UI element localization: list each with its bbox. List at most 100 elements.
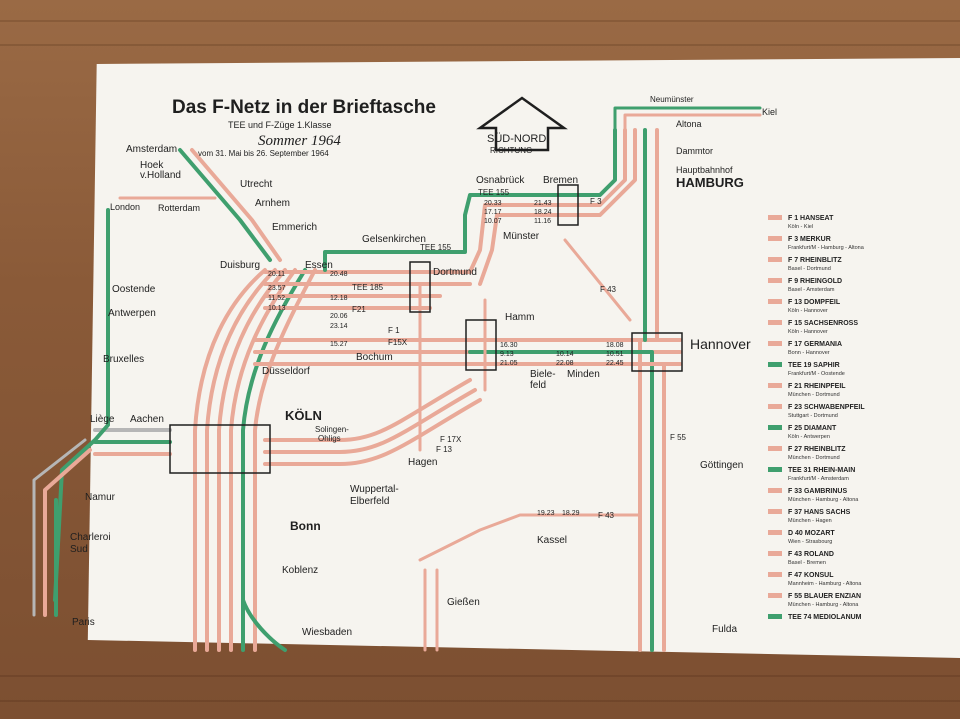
legend-train-route: Frankfurt/M - Hamburg - Altona — [788, 245, 865, 251]
route-kassel — [418, 513, 642, 562]
legend-swatch — [768, 467, 782, 472]
route-amsterdam-1 — [178, 148, 272, 262]
legend-train-route: München - Hagen — [788, 518, 832, 524]
label-paris: Paris — [72, 617, 95, 628]
train-label-f21: F21 — [352, 305, 366, 314]
legend-train-name: TEE 31 RHEIN-MAIN — [788, 467, 855, 474]
label-hbf: Hauptbahnhof — [676, 165, 733, 175]
legend-swatch — [768, 320, 782, 325]
legend-train-name: TEE 74 MEDIOLANUM — [788, 614, 862, 621]
legend-train-name: F 23 SCHWABENPFEIL — [788, 404, 865, 411]
time-duisburg-1: 20.11 — [268, 271, 285, 278]
label-bochum: Bochum — [356, 352, 393, 363]
label-namur: Namur — [85, 492, 116, 503]
hamm-station-box — [465, 319, 497, 371]
legend-train-route: Stuttgart - Dortmund — [788, 413, 838, 419]
label-neumuenster: Neumünster — [650, 95, 694, 104]
route-hagen-1 — [263, 378, 472, 442]
route-north-2 — [468, 128, 627, 274]
label-bruxelles: Bruxelles — [103, 354, 144, 365]
legend-swatch — [768, 614, 782, 619]
legend-swatch — [768, 446, 782, 451]
train-label-f55: F 55 — [670, 433, 687, 442]
legend-train-name: F 33 GAMBRINUS — [788, 488, 847, 495]
label-ohligs: Ohligs — [318, 434, 341, 443]
legend-swatch — [768, 551, 782, 556]
label-gelsenkirchen: Gelsenkirchen — [362, 234, 426, 245]
time-essen-1: 20.48 — [330, 271, 348, 278]
legend-swatch — [768, 530, 782, 535]
time-essen-2: 12.18 — [330, 295, 348, 302]
time-essen-4: 23.14 — [330, 323, 348, 330]
label-fulda: Fulda — [712, 624, 737, 635]
train-label-f1: F 1 — [388, 326, 400, 335]
label-duisburg: Duisburg — [220, 260, 260, 271]
legend-train-route: Basel - Dortmund — [788, 266, 831, 272]
legend-train-name: F 47 KONSUL — [788, 572, 834, 579]
label-sud: Sud — [70, 544, 88, 555]
map-subtitle: TEE und F-Züge 1.Klasse — [228, 120, 332, 130]
direction-text-2: RICHTUNG — [490, 146, 532, 155]
legend-train-name: F 21 RHEINPFEIL — [788, 383, 846, 390]
direction-text-1: SÜD-NORD — [487, 133, 546, 145]
legend-train-name: F 27 RHEINBLITZ — [788, 446, 846, 453]
label-hamburg: HAMBURG — [676, 175, 744, 190]
legend-train-route: München - Dortmund — [788, 455, 840, 461]
label-dortmund: Dortmund — [433, 267, 477, 278]
route-hannover-3 — [468, 362, 666, 652]
label-dammtor: Dammtor — [676, 146, 713, 156]
route-ruhr-4 — [229, 268, 297, 652]
label-hoek: Hoek — [140, 160, 164, 171]
time-osna-3: 10.07 — [484, 218, 502, 225]
legend-train-name: F 17 GERMANIA — [788, 341, 842, 348]
legend-train-route: Köln - Kiel — [788, 224, 813, 230]
time-essen-3: 20.06 — [330, 313, 348, 320]
legend-swatch — [768, 299, 782, 304]
route-hannover-1 — [468, 338, 642, 652]
label-rotterdam: Rotterdam — [158, 203, 200, 213]
train-label-tee155-north: TEE 155 — [478, 188, 510, 197]
label-bielefeld: Biele- — [530, 369, 556, 380]
route-north-3 — [478, 128, 637, 286]
legend-train-name: F 43 ROLAND — [788, 551, 834, 558]
time-bremen-1: 21.43 — [534, 200, 552, 207]
legend-train-route: Bonn - Hannover — [788, 350, 830, 356]
time-duisburg-2: 23.57 — [268, 285, 286, 292]
legend-train-name: F 9 RHEINGOLD — [788, 278, 842, 285]
route-ruhr-2 — [205, 268, 277, 652]
label-hannover: Hannover — [690, 336, 751, 352]
label-antwerpen: Antwerpen — [108, 308, 156, 319]
route-hannover-2 — [468, 350, 654, 652]
legend-train-route: Frankfurt/M - Amsterdam — [788, 476, 849, 482]
label-aachen: Aachen — [130, 414, 164, 425]
legend-train-name: D 40 MOZART — [788, 530, 835, 537]
time-hamm-2: 9.13 — [500, 351, 514, 358]
train-label-f15x: F15X — [388, 338, 408, 347]
legend-train-name: F 15 SACHSENROSS — [788, 320, 858, 327]
legend-swatch — [768, 425, 782, 430]
legend-train-route: Frankfurt/M - Oostende — [788, 371, 845, 377]
label-duesseldorf: Düsseldorf — [262, 366, 310, 377]
label-feld: feld — [530, 380, 546, 391]
label-arnhem: Arnhem — [255, 198, 290, 209]
legend-train-route: Wien - Strasbourg — [788, 539, 832, 545]
time-hannover-2: 10.51 — [606, 351, 624, 358]
legend-train-name: F 37 HANS SACHS — [788, 509, 851, 516]
time-essen-5: 15.27 — [330, 341, 348, 348]
time-duisburg-4: 10.13 — [268, 305, 286, 312]
legend-train-name: F 1 HANSEAT — [788, 215, 834, 222]
legend-train-route: Mannheim - Hamburg - Altona — [788, 581, 862, 587]
label-minden: Minden — [567, 369, 600, 380]
time-kassel-2: 18.29 — [562, 510, 580, 517]
time-kassel-1: 19.23 — [537, 510, 555, 517]
route-paris-3 — [32, 438, 87, 617]
legend-swatch — [768, 215, 782, 220]
direction-arrow — [476, 96, 568, 152]
legend-train-route: Köln - Antwerpen — [788, 434, 830, 440]
legend-swatch — [768, 257, 782, 262]
legend-train-route: München - Hamburg - Altona — [788, 602, 859, 608]
label-goettingen: Göttingen — [700, 460, 743, 471]
train-label-tee155: TEE 155 — [420, 243, 452, 252]
train-label-f3: F 3 — [590, 197, 602, 206]
